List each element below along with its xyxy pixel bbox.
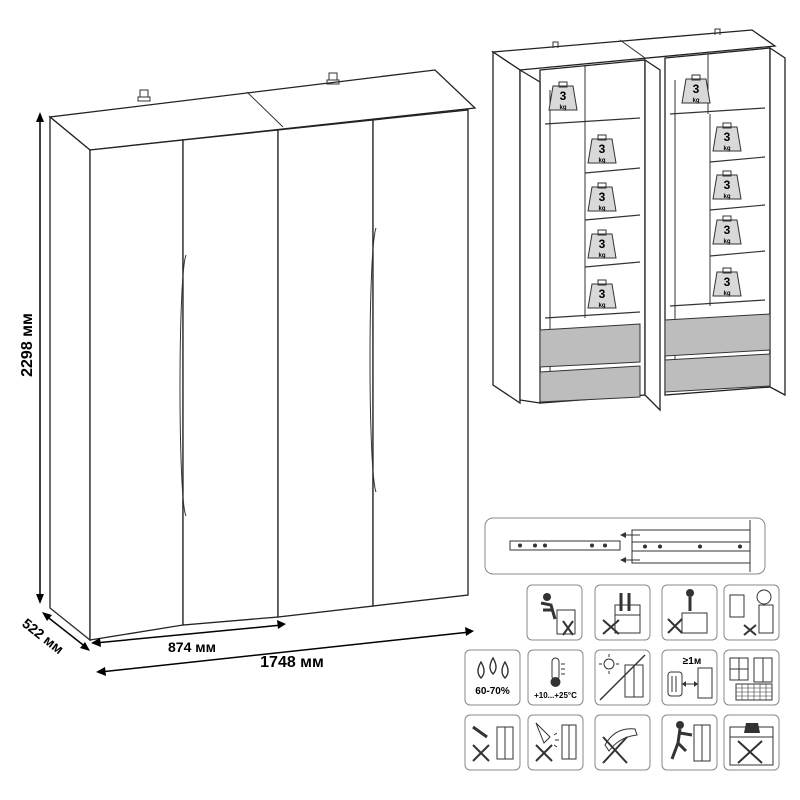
distance-label: ≥1м — [683, 656, 701, 667]
open-side — [492, 50, 521, 405]
slide-detail — [484, 517, 766, 575]
humidity-icon: 60-70% — [464, 649, 521, 706]
depth-label: 522 мм — [19, 615, 67, 657]
drawer-2 — [539, 365, 641, 403]
svg-text:kg: kg — [598, 206, 605, 212]
weight-tag: 3 kg — [548, 81, 578, 111]
no-direct-sunlight-icon — [594, 649, 651, 706]
half-width-label: 874 мм — [168, 639, 216, 655]
weight-tag: 3 kg — [712, 170, 742, 200]
top-bracket-right — [326, 72, 340, 85]
indoor-use-icon — [723, 649, 780, 706]
open-door-1 — [519, 68, 541, 404]
no-abrasive-cleaning-icon — [594, 714, 651, 771]
no-sitting-on-drawer-icon — [526, 584, 583, 641]
no-hanging-on-drawer-icon — [594, 584, 651, 641]
weight-tag: 3 kg — [712, 267, 742, 297]
door-1 — [89, 139, 184, 641]
care-icons: 60-70% +10...+25°C ≥1м — [464, 584, 780, 771]
weight-tag: 3 kg — [681, 74, 711, 104]
open-wardrobe — [491, 28, 786, 412]
no-pushing-wardrobe-icon — [661, 714, 718, 771]
weight-tag: 3 kg — [712, 215, 742, 245]
height-label: 2298 мм — [19, 313, 36, 377]
svg-text:3: 3 — [599, 287, 606, 301]
humidity-label: 60-70% — [475, 686, 510, 697]
svg-text:3: 3 — [693, 82, 700, 96]
no-chemical-spray-icon — [527, 714, 584, 771]
weight-tag: 3 kg — [587, 279, 617, 309]
svg-text:3: 3 — [724, 275, 731, 289]
heater-distance-icon: ≥1м — [661, 649, 718, 706]
svg-text:kg: kg — [692, 98, 699, 104]
svg-text:kg: kg — [559, 105, 566, 111]
total-width-label: 1748 мм — [260, 654, 324, 671]
top-bracket-left — [137, 89, 151, 102]
temperature-label: +10...+25°C — [534, 691, 577, 700]
door-4 — [372, 109, 469, 607]
svg-text:3: 3 — [599, 142, 606, 156]
svg-text:3: 3 — [724, 178, 731, 192]
svg-text:3: 3 — [724, 223, 731, 237]
no-heavy-load-on-top-icon — [723, 714, 780, 771]
svg-text:kg: kg — [723, 194, 730, 200]
svg-text:3: 3 — [560, 89, 567, 103]
drawer-3 — [664, 313, 771, 357]
no-climbing-on-drawer-icon — [661, 584, 718, 641]
weight-tag: 3 kg — [712, 122, 742, 152]
svg-text:3: 3 — [724, 130, 731, 144]
svg-text:kg: kg — [723, 291, 730, 297]
door-open-inspection-icon — [723, 584, 780, 641]
door-2 — [182, 129, 279, 626]
weight-tags: 3 kg 3 kg 3 kg 3 kg 3 kg 3 kg — [548, 74, 742, 309]
door-3 — [277, 119, 374, 618]
weight-tag: 3 kg — [587, 182, 617, 212]
handle-groove-2 — [369, 227, 377, 493]
closed-wardrobe: 2298 мм 522 мм 874 мм 1748 мм — [19, 69, 477, 676]
rail-left — [509, 540, 621, 551]
drawer-4 — [664, 353, 771, 393]
temperature-icon: +10...+25°C — [527, 649, 584, 706]
svg-text:kg: kg — [723, 146, 730, 152]
svg-text:kg: kg — [598, 158, 605, 164]
open-door-3 — [769, 46, 786, 397]
svg-text:kg: kg — [723, 239, 730, 245]
open-door-2 — [644, 58, 661, 412]
no-wet-cleaning-icon — [464, 714, 521, 771]
svg-text:kg: kg — [598, 303, 605, 309]
svg-text:3: 3 — [599, 190, 606, 204]
wardrobe-side — [49, 115, 91, 642]
svg-text:kg: kg — [598, 253, 605, 259]
handle-groove-1 — [179, 254, 187, 517]
rail-right — [631, 541, 751, 552]
drawer-1 — [539, 323, 641, 368]
weight-tag: 3 kg — [587, 134, 617, 164]
weight-tag: 3 kg — [587, 229, 617, 259]
svg-text:3: 3 — [599, 237, 606, 251]
